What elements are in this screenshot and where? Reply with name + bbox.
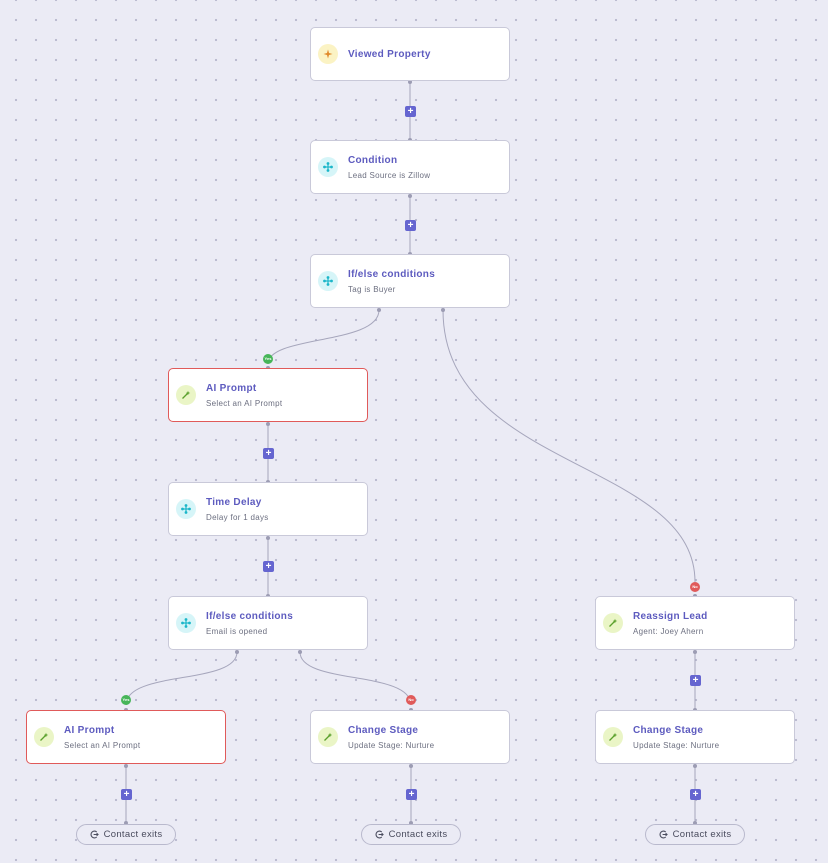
add-step-button[interactable]: + xyxy=(690,675,701,686)
add-step-button[interactable]: + xyxy=(121,789,132,800)
node-title: Change Stage xyxy=(633,724,704,736)
node-title: Change Stage xyxy=(348,724,419,736)
nodes-icon xyxy=(176,499,196,519)
node-title: Condition xyxy=(348,154,398,166)
ai-prompt-node[interactable]: AI Prompt Select an AI Prompt xyxy=(26,710,226,764)
sparkle-icon xyxy=(318,44,338,64)
node-title: Time Delay xyxy=(206,496,262,508)
exit-label: Contact exits xyxy=(388,829,448,840)
trigger-node-viewed-property[interactable]: Viewed Property xyxy=(310,27,510,81)
node-title: If/else conditions xyxy=(206,610,294,622)
condition-node[interactable]: Condition Lead Source is Zillow xyxy=(310,140,510,194)
node-subtitle: Delay for 1 days xyxy=(206,512,269,522)
node-title: AI Prompt xyxy=(206,382,257,394)
node-subtitle: Select an AI Prompt xyxy=(64,740,141,750)
node-title: Viewed Property xyxy=(348,48,431,60)
node-subtitle: Agent: Joey Ahern xyxy=(633,626,704,636)
node-subtitle: Lead Source is Zillow xyxy=(348,170,431,180)
no-branch-badge: No xyxy=(406,695,416,705)
wand-icon xyxy=(176,385,196,405)
yes-branch-badge: Yes xyxy=(263,354,273,364)
contact-exits-node[interactable]: Contact exits xyxy=(645,824,745,845)
node-title: AI Prompt xyxy=(64,724,115,736)
add-step-button[interactable]: + xyxy=(406,789,417,800)
add-step-button[interactable]: + xyxy=(405,106,416,117)
ai-prompt-node[interactable]: AI Prompt Select an AI Prompt xyxy=(168,368,368,422)
node-subtitle: Email is opened xyxy=(206,626,268,636)
node-subtitle: Tag is Buyer xyxy=(348,284,396,294)
exit-icon xyxy=(90,830,99,839)
exit-icon xyxy=(375,830,384,839)
nodes-icon xyxy=(318,157,338,177)
ifelse-node-email-opened[interactable]: If/else conditions Email is opened xyxy=(168,596,368,650)
contact-exits-node[interactable]: Contact exits xyxy=(361,824,461,845)
nodes-icon xyxy=(318,271,338,291)
add-step-button[interactable]: + xyxy=(690,789,701,800)
node-title: If/else conditions xyxy=(348,268,436,280)
contact-exits-node[interactable]: Contact exits xyxy=(76,824,176,845)
exit-label: Contact exits xyxy=(103,829,163,840)
wand-icon xyxy=(603,727,623,747)
ifelse-node-tag-buyer[interactable]: If/else conditions Tag is Buyer xyxy=(310,254,510,308)
add-step-button[interactable]: + xyxy=(405,220,416,231)
time-delay-node[interactable]: Time Delay Delay for 1 days xyxy=(168,482,368,536)
reassign-lead-node[interactable]: Reassign Lead Agent: Joey Ahern xyxy=(595,596,795,650)
exit-label: Contact exits xyxy=(672,829,732,840)
add-step-button[interactable]: + xyxy=(263,448,274,459)
yes-branch-badge: Yes xyxy=(121,695,131,705)
change-stage-node[interactable]: Change Stage Update Stage: Nurture xyxy=(595,710,795,764)
add-step-button[interactable]: + xyxy=(263,561,274,572)
change-stage-node[interactable]: Change Stage Update Stage: Nurture xyxy=(310,710,510,764)
wand-icon xyxy=(34,727,54,747)
node-title: Reassign Lead xyxy=(633,610,708,622)
wand-icon xyxy=(318,727,338,747)
node-subtitle: Select an AI Prompt xyxy=(206,398,283,408)
wand-icon xyxy=(603,613,623,633)
nodes-icon xyxy=(176,613,196,633)
node-subtitle: Update Stage: Nurture xyxy=(633,740,720,750)
node-subtitle: Update Stage: Nurture xyxy=(348,740,435,750)
no-branch-badge: No xyxy=(690,582,700,592)
exit-icon xyxy=(659,830,668,839)
